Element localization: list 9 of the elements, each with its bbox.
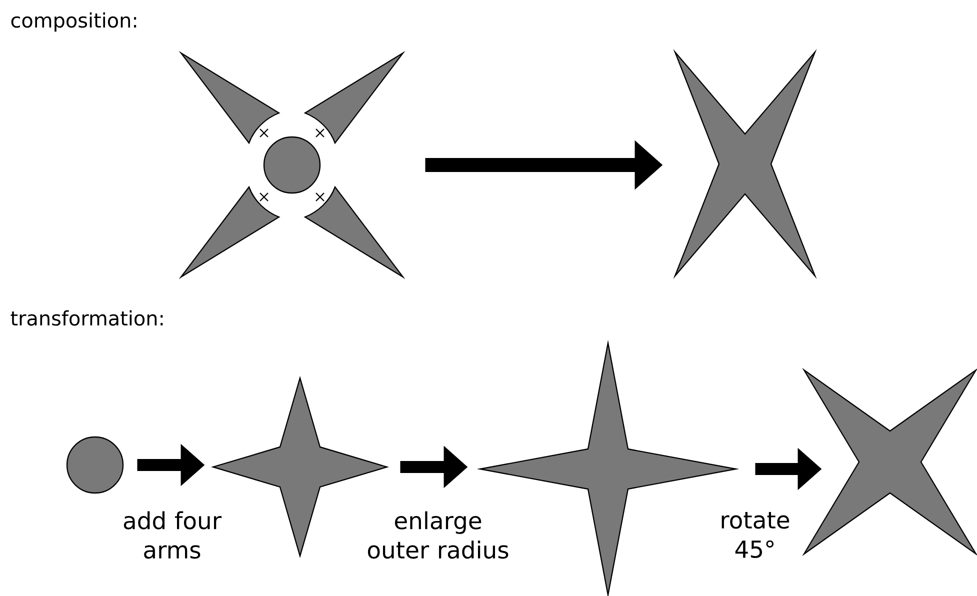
- edge-label: rotate 45°: [722, 512, 790, 558]
- composition-drawing: [180, 52, 404, 278]
- star-shape: [802, 368, 977, 556]
- circle-shape: [66, 436, 124, 494]
- section-heading: transformation:: [10, 310, 163, 326]
- section-heading: composition:: [11, 12, 136, 32]
- star-shape: [673, 48, 817, 280]
- edge-label: enlarge outer radius: [368, 511, 508, 559]
- edge-label: add four arms: [124, 511, 222, 559]
